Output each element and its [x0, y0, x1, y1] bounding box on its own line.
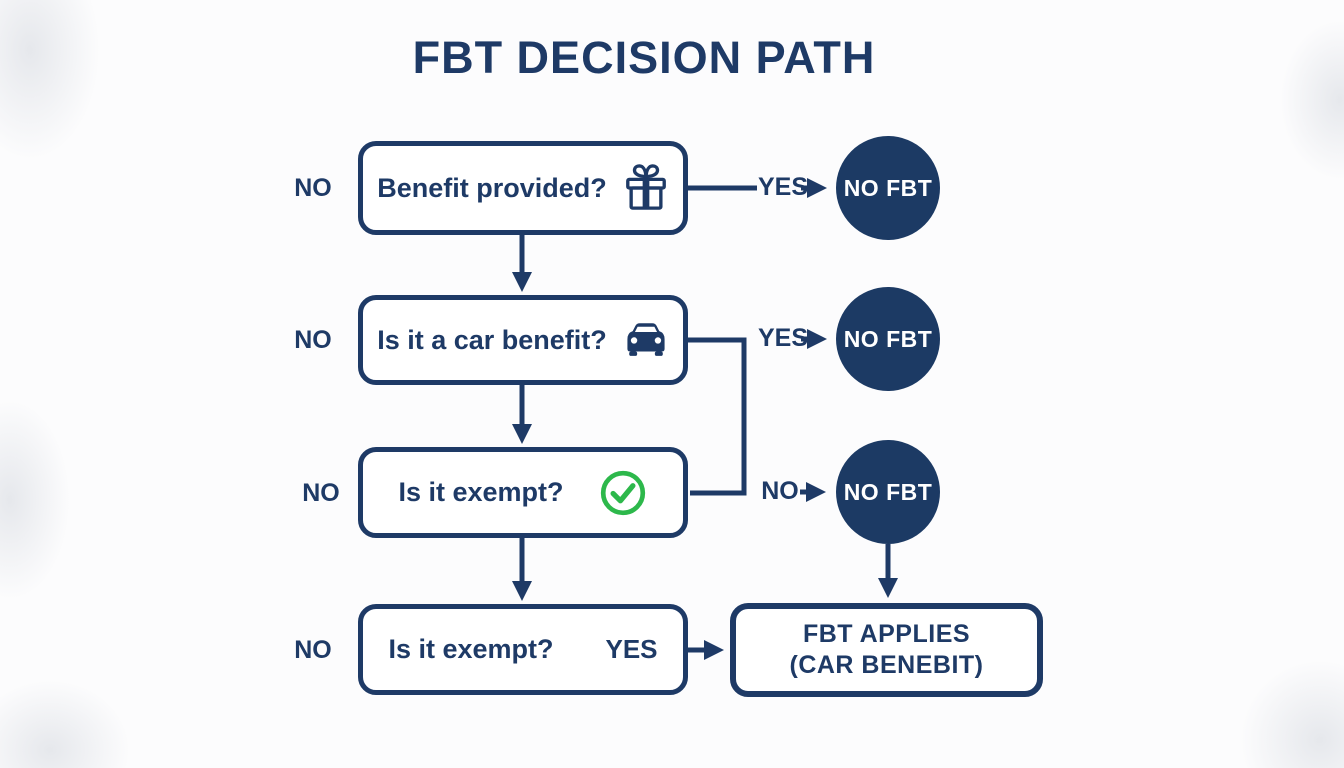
check-circle-icon	[598, 468, 648, 518]
decision-box-label: Benefit provided?	[377, 172, 607, 203]
background-smudge	[1240, 660, 1344, 768]
decision-box-car-benefit: Is it a car benefit?	[358, 295, 688, 385]
yes-branch-label-1: YES	[758, 173, 809, 201]
background-smudge	[1280, 20, 1344, 180]
decision-box-label: Is it exempt?	[398, 477, 564, 507]
no-branch-label-2: NO	[294, 326, 332, 354]
outcome-circle-no-fbt-1: NO FBT	[836, 136, 940, 240]
decision-box-benefit-provided: Benefit provided?	[358, 141, 688, 235]
decision-box-label: Is it exempt?	[388, 634, 554, 664]
no-branch-label-4: NO	[294, 636, 332, 664]
final-outcome-box-fbt-applies: FBT APPLIES (CAR BENEBIT)	[730, 603, 1043, 697]
inline-yes-label: YES	[605, 634, 658, 664]
gift-icon	[623, 162, 669, 214]
outcome-label: NO FBT	[843, 325, 933, 352]
outcome-circle-no-fbt-2: NO FBT	[836, 287, 940, 391]
car-icon	[623, 321, 669, 359]
diagram-title: FBT DECISION PATH	[412, 32, 876, 83]
no-branch-label-1: NO	[294, 174, 332, 202]
no-branch-label-right-3: NO	[761, 477, 799, 505]
decision-box-is-it-exempt: Is it exempt?	[358, 447, 688, 538]
background-smudge	[0, 680, 130, 768]
background-smudge	[0, 400, 70, 600]
yes-branch-label-2: YES	[758, 324, 809, 352]
outcome-label: NO FBT	[843, 174, 933, 201]
final-outcome-line2: (CAR BENEBIT)	[789, 651, 984, 679]
decision-box-label: Is it a car benefit?	[377, 324, 607, 355]
connector-box2-elbow-to-box3	[688, 337, 747, 496]
no-branch-label-3: NO	[302, 479, 340, 507]
decision-box-is-it-exempt-2: Is it exempt? YES	[358, 604, 688, 695]
outcome-label: NO FBT	[843, 478, 933, 505]
outcome-circle-no-fbt-3: NO FBT	[836, 440, 940, 544]
final-outcome-line1: FBT APPLIES	[802, 619, 971, 648]
